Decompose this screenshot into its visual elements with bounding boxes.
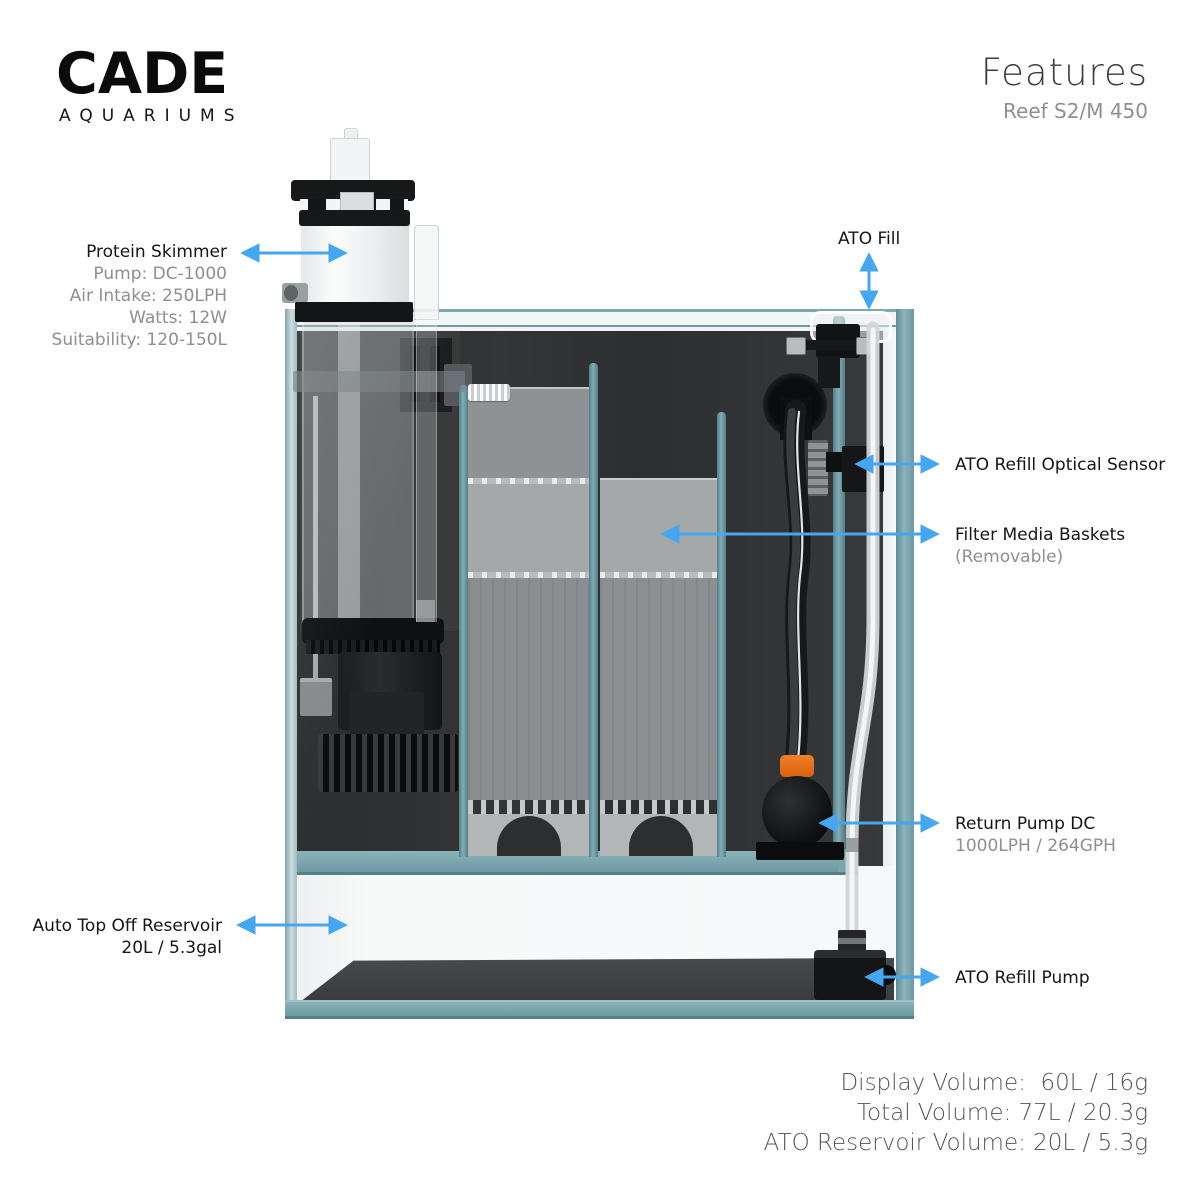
basket-clip-row xyxy=(468,478,590,484)
return-pump-body xyxy=(762,776,832,848)
skimmer-outlet-pipe-upper xyxy=(414,225,439,320)
label-ato-fill: ATO Fill xyxy=(838,228,900,250)
skimmer-airline-box xyxy=(300,678,332,716)
protein-skimmer-detail: Watts: 12W xyxy=(129,308,227,328)
brand-wordmark: CADE xyxy=(56,41,229,107)
tank-left-wall xyxy=(285,309,297,1014)
total-volume: Total Volume: 77L / 20.3g xyxy=(856,1100,1148,1126)
basket-section xyxy=(600,578,722,800)
brand-tagline: AQUARIUMS xyxy=(59,106,244,126)
divider-rod xyxy=(459,385,468,857)
plumbing-bar xyxy=(792,340,864,350)
skimmer-air-valve-cap xyxy=(284,285,298,301)
filter-baskets-subtitle: (Removable) xyxy=(955,547,1064,567)
divider-rod xyxy=(589,363,598,857)
return-pump-union-orange xyxy=(780,755,814,777)
tank-bottom-edge xyxy=(285,1000,914,1019)
ato-reservoir-subtitle: 20L / 5.3gal xyxy=(121,938,222,958)
ato-refill-pump-title: ATO Refill Pump xyxy=(955,968,1090,988)
skimmer-pump-front xyxy=(350,692,424,738)
reservoir-base-panel xyxy=(300,958,894,1002)
plumbing-drop xyxy=(818,356,840,388)
return-bulkhead-neck xyxy=(780,398,812,440)
protein-skimmer-detail: Air Intake: 250LPH xyxy=(69,286,227,306)
page-subtitle: Reef S2/M 450 xyxy=(1003,99,1148,123)
right-glass-gap xyxy=(883,331,896,1002)
basket-inlet-fitting xyxy=(468,384,510,401)
basket-clip-row xyxy=(468,572,590,578)
protein-skimmer-detail: Pump: DC-1000 xyxy=(93,264,227,284)
basket-section xyxy=(468,387,590,480)
protein-skimmer-detail: Suitability: 120-150L xyxy=(51,330,227,350)
page-title: Features xyxy=(980,51,1148,94)
skimmer-inner-tube xyxy=(338,321,360,629)
return-pump-subtitle: 1000LPH / 264GPH xyxy=(955,836,1116,856)
basket-section xyxy=(600,478,722,574)
skimmer-airline xyxy=(313,396,318,688)
divider-rod xyxy=(717,412,726,857)
ato-sensor-body xyxy=(808,440,828,496)
title-block: Features Reef S2/M 450 xyxy=(980,51,1148,124)
skimmer-lid-flange xyxy=(291,180,415,201)
basket-clip-row xyxy=(600,572,722,578)
basket-teeth-row xyxy=(600,800,722,814)
skimmer-body-upper xyxy=(301,222,409,306)
label-filter-baskets: Filter Media Baskets (Removable) xyxy=(955,524,1125,568)
skimmer-lid-pillar xyxy=(390,199,404,211)
skimmer-pump-gear xyxy=(306,640,440,654)
basket-section xyxy=(468,484,590,572)
skimmer-pump-disc xyxy=(302,618,444,644)
ato-sensor-title: ATO Refill Optical Sensor xyxy=(955,455,1166,475)
skimmer-outlet-pipe-end xyxy=(416,600,435,622)
label-return-pump: Return Pump DC 1000LPH / 264GPH xyxy=(955,813,1116,857)
return-pump-title: Return Pump DC xyxy=(955,814,1096,834)
plumbing-nut xyxy=(786,337,806,355)
ato-pump-fitting-band xyxy=(838,938,866,944)
return-pump-base xyxy=(756,842,844,860)
ato-sensor-connector xyxy=(826,452,844,472)
display-volume: Display Volume: 60L / 16g xyxy=(840,1070,1148,1096)
skimmer-clamp-band xyxy=(293,371,465,392)
plumbing-nut xyxy=(856,337,876,355)
skimmer-intake-grate xyxy=(318,734,458,792)
ato-pump-nozzle xyxy=(876,965,896,985)
volume-summary: Display Volume: 60L / 16g Total Volume: … xyxy=(764,1068,1148,1158)
brand-logo: CADE AQUARIUMS xyxy=(56,44,244,126)
tank-right-wall xyxy=(896,309,914,1014)
label-protein-skimmer: Protein Skimmer Pump: DC-1000 Air Intake… xyxy=(52,241,227,351)
ato-fill-title: ATO Fill xyxy=(838,229,901,249)
ato-reservoir-title: Auto Top Off Reservoir xyxy=(32,916,222,936)
ato-reservoir-volume: ATO Reservoir Volume: 20L / 5.3g xyxy=(763,1130,1148,1156)
label-ato-sensor: ATO Refill Optical Sensor xyxy=(955,454,1165,476)
label-ato-refill-pump: ATO Refill Pump xyxy=(955,967,1090,989)
protein-skimmer-title: Protein Skimmer xyxy=(86,242,227,262)
skimmer-outlet-pipe-lower xyxy=(416,318,437,622)
skimmer-lid-ring2 xyxy=(299,210,410,226)
basket-teeth-row xyxy=(468,800,590,814)
basket-section xyxy=(468,578,590,800)
ato-sensor-box xyxy=(842,446,884,492)
filter-baskets-title: Filter Media Baskets xyxy=(955,525,1126,545)
ato-channel-divider xyxy=(833,316,845,857)
label-ato-reservoir: Auto Top Off Reservoir 20L / 5.3gal xyxy=(33,915,222,959)
filter-basket-left xyxy=(468,387,590,856)
filter-basket-right xyxy=(600,478,722,856)
skimmer-lid-pillar xyxy=(308,199,326,211)
skimmer-rim-band xyxy=(295,302,413,322)
